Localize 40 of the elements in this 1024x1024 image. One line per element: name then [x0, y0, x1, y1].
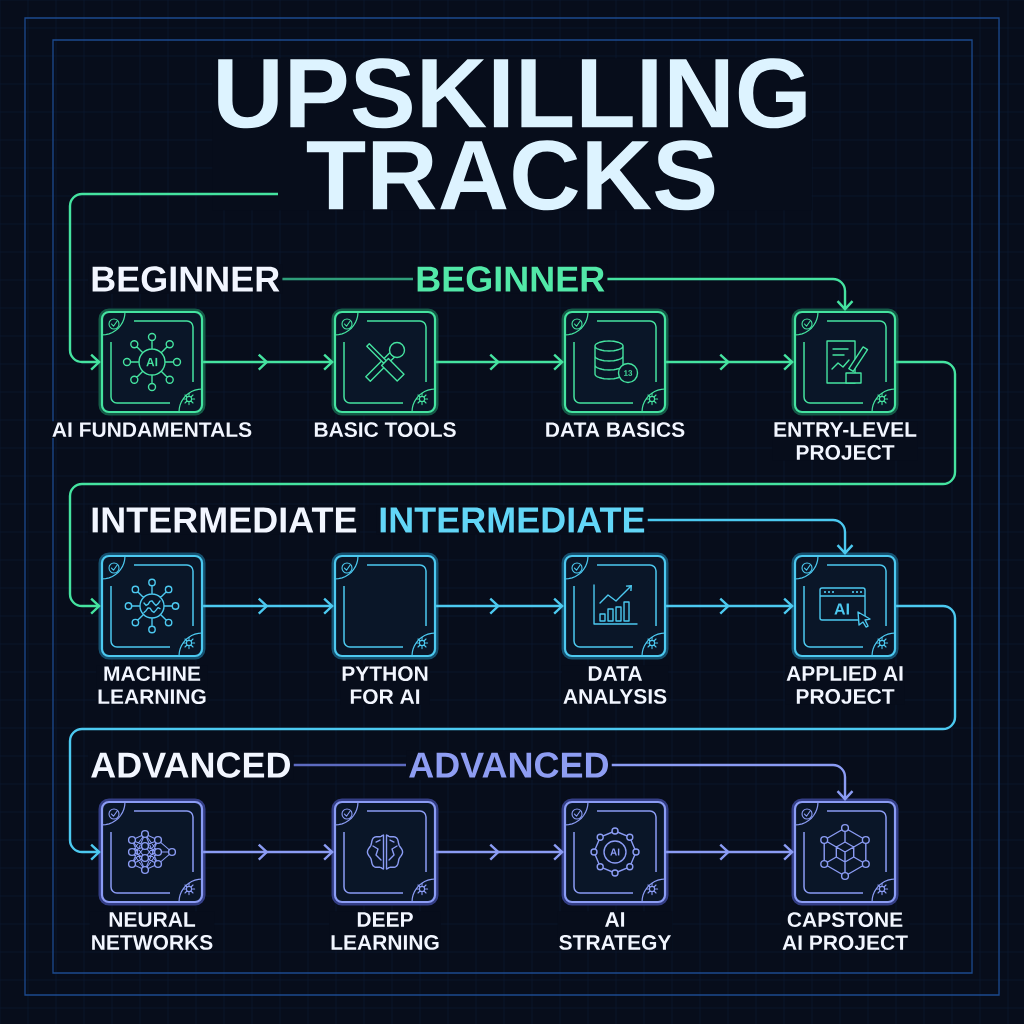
arrow: [666, 353, 794, 371]
arrow: [607, 277, 854, 311]
tile-caption: APPLIED AI PROJECT: [785, 665, 905, 705]
section-heading: INTERMEDIATE: [376, 505, 648, 535]
tile-caption: CAPSTONE AI PROJECT: [781, 911, 909, 952]
section-heading: INTERMEDIATE: [88, 505, 360, 535]
arrow: [203, 353, 334, 371]
tile-caption: DEEP LEARNING: [329, 911, 441, 951]
arrow: [68, 604, 957, 861]
tile-caption: PYTHON FOR AI: [340, 665, 430, 706]
arrow: [611, 763, 854, 801]
icon-text: AI: [610, 848, 620, 856]
section-heading: ADVANCED: [406, 750, 612, 780]
icon-text: AI: [834, 603, 849, 615]
arrow: [68, 192, 278, 371]
arrow: [666, 843, 794, 861]
connector-line: [282, 277, 413, 281]
tile-caption: AI STRATEGY: [557, 911, 673, 951]
arrow: [436, 843, 564, 861]
icon-text: AI: [146, 357, 158, 367]
tile-caption: MACHINE LEARNING: [96, 665, 208, 706]
connector-line: [293, 763, 406, 767]
arrow: [436, 353, 564, 371]
arrow: [203, 843, 334, 861]
section-heading: ADVANCED: [88, 750, 294, 780]
arrow: [436, 597, 564, 615]
icon-text: 13: [624, 370, 633, 376]
tile-caption: ENTRY-LEVEL PROJECT: [772, 421, 918, 461]
tile-caption: AI FUNDAMENTALS: [50, 421, 254, 439]
tile-caption: NEURAL NETWORKS: [89, 911, 215, 951]
arrow: [203, 597, 334, 615]
arrow: [647, 518, 854, 555]
tile-caption: DATA BASICS: [543, 421, 687, 439]
arrow: [68, 360, 957, 615]
title: UPSKILLING TRACKS: [212, 58, 812, 211]
tile-caption: DATA ANALYSIS: [561, 665, 669, 705]
section-heading: BEGINNER: [88, 264, 283, 294]
arrow: [666, 597, 794, 615]
tile-caption: BASIC TOOLS: [312, 421, 458, 439]
section-heading: BEGINNER: [413, 264, 608, 294]
